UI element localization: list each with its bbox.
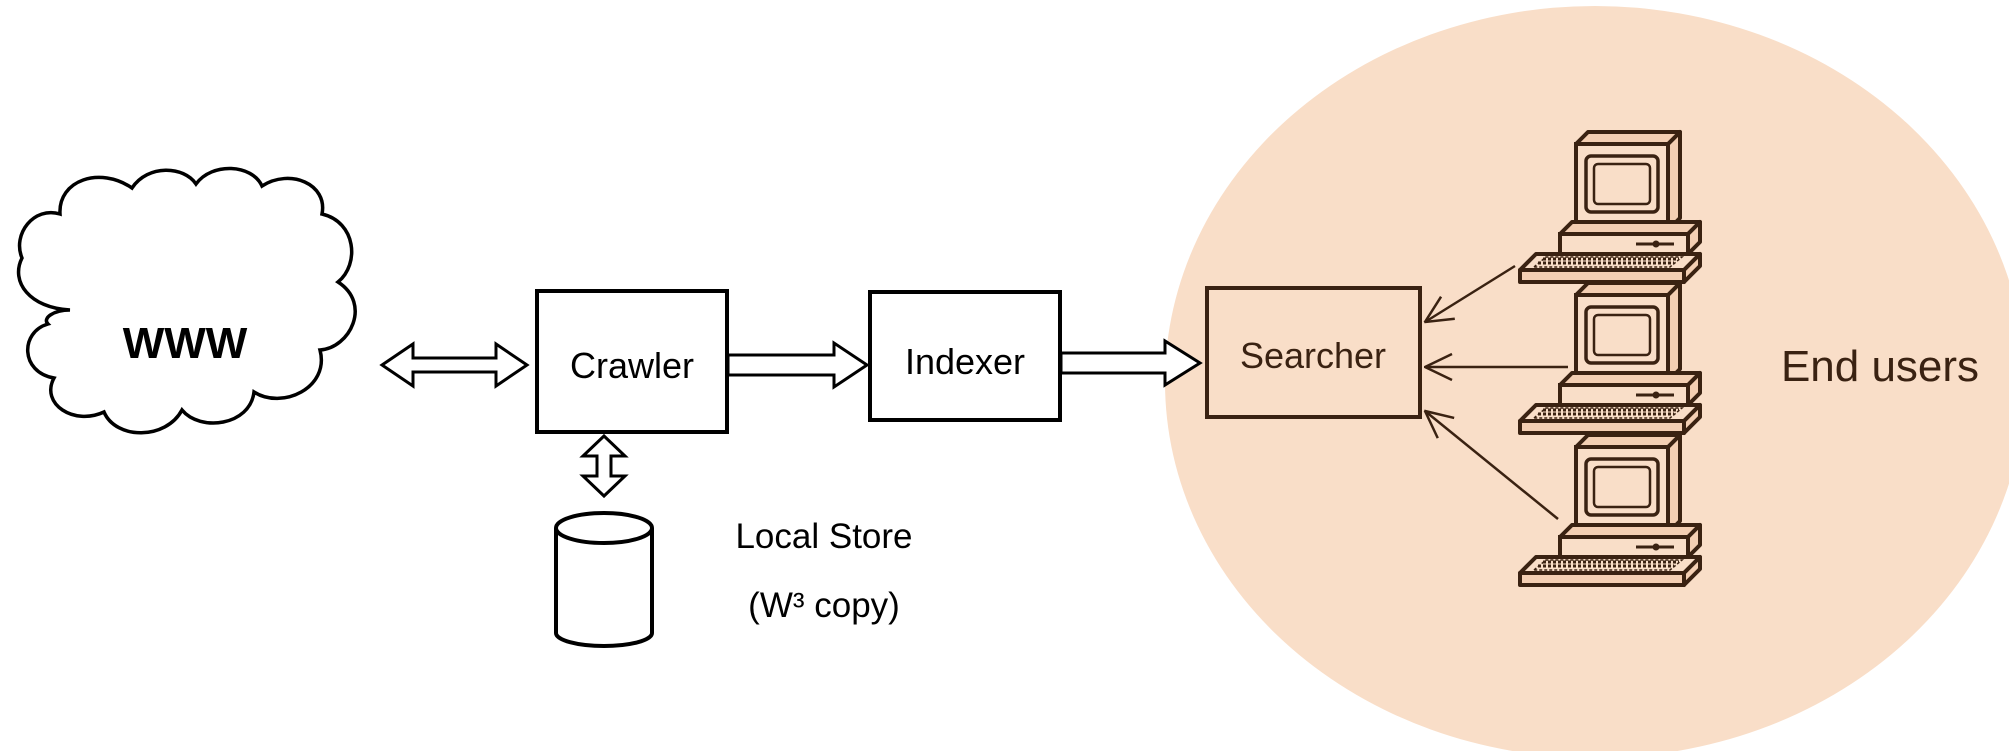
cloud-icon bbox=[16, 166, 357, 435]
database-icon bbox=[554, 511, 654, 648]
indexer-searcher-arrow bbox=[1059, 338, 1203, 388]
user-arrow-bottom bbox=[1425, 411, 1559, 520]
searcher-box: Searcher bbox=[1205, 286, 1422, 419]
local-store-label: Local Store bbox=[735, 517, 912, 556]
user-query-arrows bbox=[1425, 264, 1568, 520]
indexer-label: Indexer bbox=[905, 341, 1025, 382]
www-label: WWW bbox=[123, 319, 248, 368]
crawler-box: Crawler bbox=[535, 289, 729, 434]
www-crawler-double-arrow bbox=[379, 341, 530, 389]
indexer-box: Indexer bbox=[868, 290, 1062, 422]
searcher-label: Searcher bbox=[1240, 335, 1386, 376]
local-store-sublabel: (W³ copy) bbox=[748, 586, 900, 625]
crawler-label: Crawler bbox=[570, 345, 694, 386]
user-arrow-top bbox=[1425, 264, 1516, 322]
crawler-indexer-arrow bbox=[726, 340, 870, 390]
end-users-label: End users bbox=[1781, 342, 1979, 391]
www-cloud: WWW bbox=[16, 166, 357, 435]
crawler-store-double-arrow bbox=[579, 433, 629, 499]
